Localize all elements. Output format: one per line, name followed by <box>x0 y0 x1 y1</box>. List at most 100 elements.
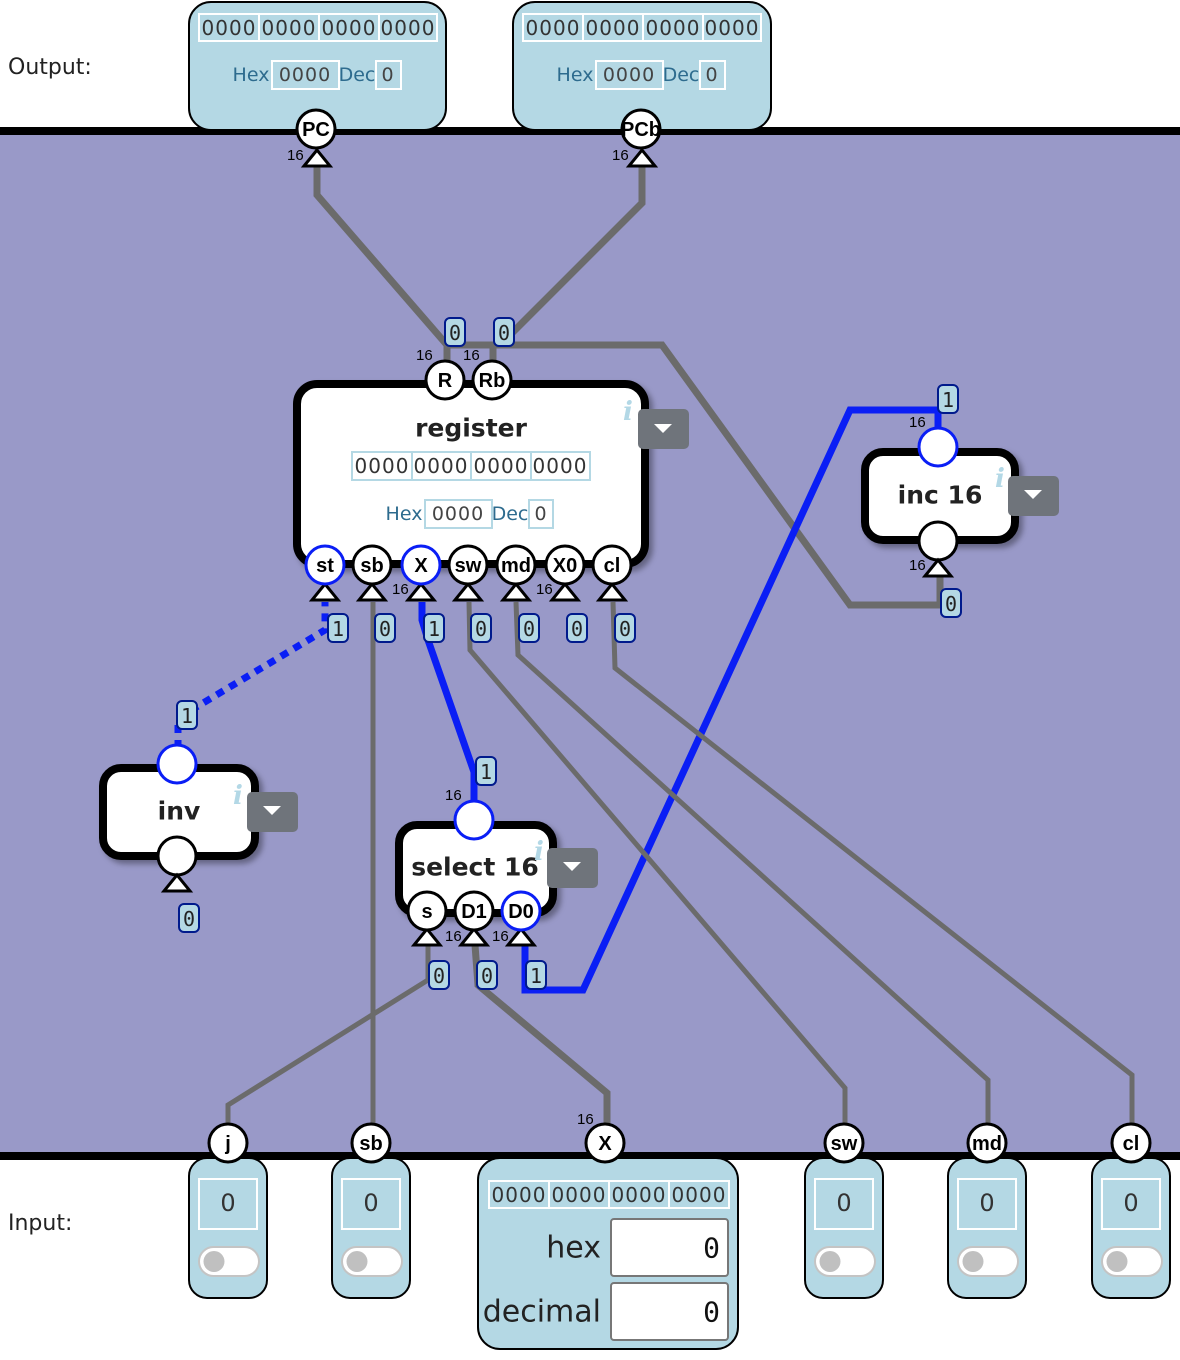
svg-text:X0: X0 <box>553 555 577 577</box>
svg-text:sb: sb <box>360 555 383 577</box>
input-pin-X[interactable]: X16 <box>577 1111 626 1164</box>
svg-text:0: 0 <box>703 1232 720 1265</box>
wire-value-badge: 0 <box>518 613 540 643</box>
chip-title: inv <box>158 797 201 826</box>
toggle-knob <box>819 1251 841 1272</box>
wire-value-badge: 0 <box>566 613 588 643</box>
toggle-switch[interactable] <box>1101 1246 1163 1277</box>
inv-input-pin[interactable] <box>156 835 198 893</box>
chip-inc16[interactable]: inc 16 i <box>861 448 1019 544</box>
svg-text:1: 1 <box>428 617 440 641</box>
bit-group: 0000 <box>533 454 588 478</box>
dec-value: 0 <box>534 503 547 525</box>
bit-group: 0000 <box>612 1183 667 1207</box>
output-pin-PC[interactable]: PC 16 <box>287 108 337 168</box>
select16-input-pin-s[interactable]: s <box>406 890 448 947</box>
chip-register[interactable]: register i 0000 0000 0000 0000 Hex 0000 … <box>293 380 649 568</box>
input-value: 0 <box>979 1189 994 1217</box>
svg-text:j: j <box>224 1133 231 1155</box>
wire-j-to-s[interactable] <box>225 945 431 1130</box>
wire-value-badge: 0 <box>374 613 396 643</box>
toggle-switch[interactable] <box>957 1246 1019 1277</box>
input-panel-cl: 0 <box>1091 1157 1171 1299</box>
chip-menu-button[interactable] <box>1008 476 1059 516</box>
input-panel-sw: 0 <box>804 1157 884 1299</box>
svg-text:s: s <box>421 901 432 923</box>
bit-display: 0000 0000 0000 0000 <box>522 13 762 42</box>
info-icon[interactable]: i <box>623 397 633 427</box>
svg-text:0: 0 <box>481 964 493 988</box>
inc16-output-pin[interactable]: 16 <box>909 414 959 468</box>
svg-text:PCb: PCb <box>621 119 661 141</box>
hex-value: 0000 <box>279 64 331 86</box>
wire-value-badge: 0 <box>614 613 636 643</box>
register-input-pin-sw[interactable]: sw <box>447 544 489 602</box>
svg-text:1: 1 <box>480 760 492 784</box>
decimal-label: decimal <box>483 1295 601 1330</box>
dec-value: 0 <box>381 64 394 86</box>
input-pin-j[interactable]: j <box>207 1122 249 1164</box>
input-pin-sw[interactable]: sw <box>823 1122 865 1164</box>
wire-md-input[interactable] <box>513 601 991 1130</box>
svg-text:0: 0 <box>523 617 535 641</box>
bit-group: 0000 <box>381 16 436 40</box>
bus-width-label: 16 <box>536 581 553 598</box>
bus-width-label: 16 <box>909 557 926 574</box>
bit-group: 0000 <box>492 1183 547 1207</box>
register-output-pin-Rb[interactable]: Rb 16 <box>463 347 513 401</box>
bit-group: 0000 <box>202 16 257 40</box>
svg-text:0: 0 <box>449 321 461 345</box>
bus-width-label: 16 <box>612 147 629 164</box>
svg-text:D0: D0 <box>508 901 534 923</box>
bus-width-label: 16 <box>463 347 480 364</box>
hex-input[interactable]: 0 <box>610 1218 729 1277</box>
decimal-input[interactable]: 0 <box>610 1282 729 1341</box>
toggle-switch[interactable] <box>814 1246 876 1277</box>
hex-label: Hex <box>386 503 423 525</box>
wire-inv-to-st[interactable] <box>174 602 329 748</box>
chip-title: select 16 <box>411 853 539 882</box>
register-input-pin-X[interactable]: X16 <box>392 544 442 602</box>
svg-text:0: 0 <box>379 617 391 641</box>
wire-sw-input[interactable] <box>466 601 848 1130</box>
register-input-pin-sb[interactable]: sb <box>351 544 393 602</box>
register-output-pin-R[interactable]: R 16 <box>416 347 466 401</box>
inv-output-pin[interactable] <box>156 743 198 785</box>
svg-text:sb: sb <box>359 1133 382 1155</box>
bus-width-label: 16 <box>492 928 509 945</box>
toggle-switch[interactable] <box>341 1246 403 1277</box>
info-icon[interactable]: i <box>534 837 544 867</box>
bit-group: 0000 <box>474 454 529 478</box>
bit-group: 0000 <box>646 16 701 40</box>
register-input-pin-cl[interactable]: cl <box>591 544 633 602</box>
select16-output-pin[interactable]: 16 <box>445 787 495 841</box>
bus-width-label: 16 <box>445 787 462 804</box>
input-pin-cl[interactable]: cl <box>1110 1122 1152 1164</box>
wire-R-to-PC[interactable] <box>313 164 451 372</box>
svg-text:1: 1 <box>530 964 542 988</box>
svg-text:D1: D1 <box>461 901 487 923</box>
svg-text:0: 0 <box>433 964 445 988</box>
wire-value-badge: 0 <box>470 613 492 643</box>
chip-menu-button[interactable] <box>638 409 689 449</box>
chip-menu-button[interactable] <box>247 792 298 832</box>
input-pin-md[interactable]: md <box>966 1122 1008 1164</box>
chip-menu-button[interactable] <box>547 848 598 888</box>
svg-text:md: md <box>501 555 531 577</box>
svg-text:Rb: Rb <box>479 370 506 392</box>
info-icon[interactable]: i <box>995 464 1005 494</box>
bit-group: 0000 <box>586 16 641 40</box>
input-pin-sb[interactable]: sb <box>350 1122 392 1164</box>
chip-select16[interactable]: select 16 i <box>395 821 557 917</box>
register-input-pin-st[interactable]: st <box>304 544 346 602</box>
hex-label: hex <box>546 1231 601 1266</box>
inc16-input-pin[interactable]: 16 <box>909 520 959 578</box>
output-pin-PCb[interactable]: PCb 16 <box>612 108 662 168</box>
toggle-switch[interactable] <box>198 1246 260 1277</box>
register-input-pin-md[interactable]: md <box>495 544 537 602</box>
info-icon[interactable]: i <box>233 781 243 811</box>
